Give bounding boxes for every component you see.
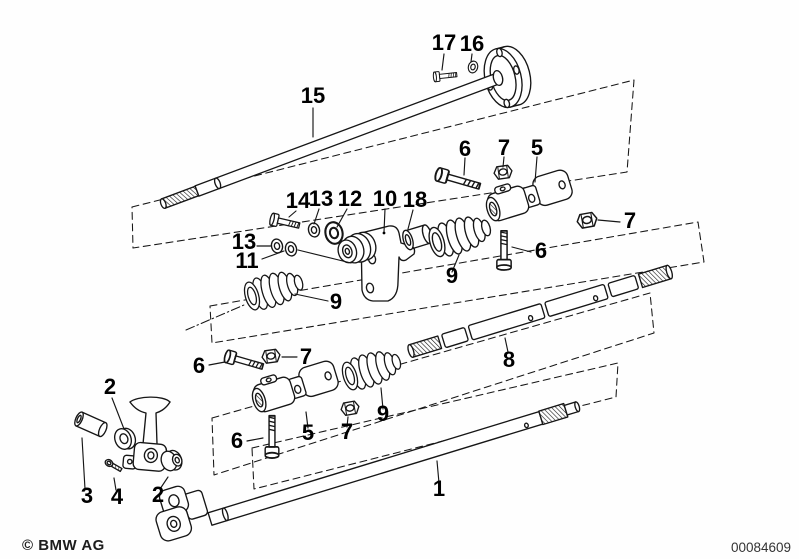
boot-9-lower [338,344,406,395]
part-callout-9: 9 [330,289,342,314]
part-callout-6: 6 [459,136,471,161]
part-callout-5: 5 [531,135,543,160]
part-callout-5: 5 [302,420,314,445]
part-callout-6: 6 [231,428,243,453]
leader-lines [81,53,621,491]
part-callout-6: 6 [535,238,547,263]
reference-frame-lower [211,292,655,476]
part-callout-7: 7 [341,419,353,444]
part-callout-6: 6 [193,353,205,378]
drawing-number: 00084609 [731,540,792,555]
lever-arm [129,396,171,445]
bolt-6-lower-left [222,348,266,374]
nut-7-right [575,211,599,230]
part-callout-18: 18 [403,187,427,212]
part-callout-4: 4 [111,484,124,509]
part-callout-7: 7 [498,135,510,160]
reference-frame-bottom [251,362,619,490]
nut-7-lower-right [339,399,361,417]
part-callout-9: 9 [377,401,389,426]
axis-centerline [185,304,245,331]
part-callout-9: 9 [446,263,458,288]
reference-frame-top [131,79,635,249]
lower-steering-shaft-1 [207,401,581,526]
bolt-17 [432,69,458,83]
part-callout-15: 15 [301,83,325,108]
part-callout-13: 13 [232,229,256,254]
copyright-notice: © BMW AG [22,537,105,554]
screw-4 [104,458,123,473]
part-callout-3: 3 [81,483,93,508]
washer-16 [466,59,480,75]
part-callout-17: 17 [432,30,456,55]
washer-2-upper [113,427,137,450]
part-callout-11: 11 [235,248,258,273]
bearing-bracket-10 [337,225,416,302]
reference-frames [131,79,705,490]
segmented-shaft-8 [407,264,674,358]
grommet-2-lower [160,449,183,472]
bolt-14 [268,212,302,233]
part-callout-13: 13 [309,186,333,211]
clamp-block [122,441,168,472]
bushing-18 [402,224,433,251]
bolt-6-lower-vertical [264,414,280,459]
part-callout-8: 8 [503,347,515,372]
pin-3 [74,411,108,438]
bolt-6-upper-vertical [496,230,512,271]
part-callout-16: 16 [460,31,484,56]
boot-9-right [424,209,496,262]
bolt-6-upper-left [433,166,483,194]
part-callout-2: 2 [152,482,164,507]
lockwasher-11 [283,240,299,258]
part-callout-7: 7 [300,344,312,369]
part-callout-10: 10 [373,186,397,211]
reference-frame-middle [209,221,705,344]
part-callout-1: 1 [433,476,445,501]
shaft-end-in-flange [492,69,504,87]
fork-end [155,485,209,542]
nut-7-lower-top [260,348,282,365]
part-callout-12: 12 [338,186,362,211]
part-callout-2: 2 [104,374,116,399]
part-callout-7: 7 [624,208,636,233]
part-callout-14: 14 [286,188,311,213]
